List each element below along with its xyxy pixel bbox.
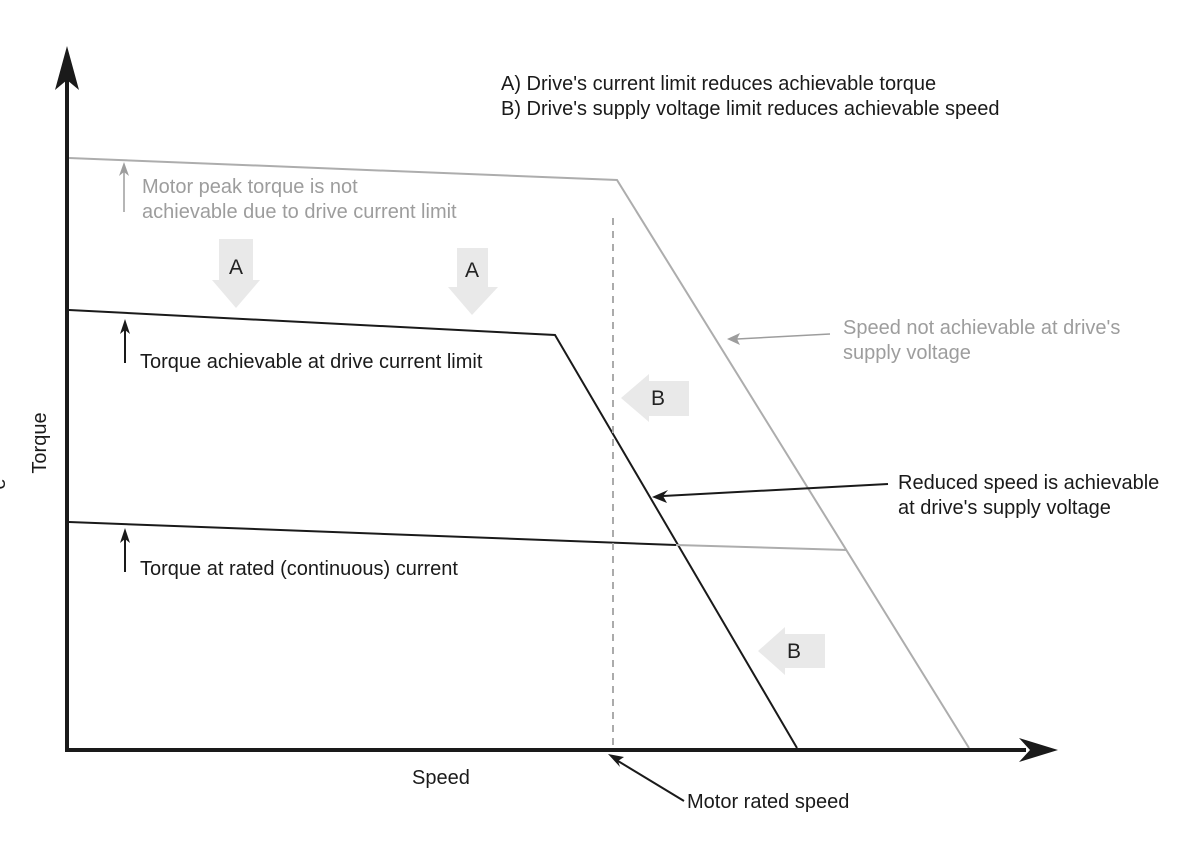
block-arrow-b-1: [621, 374, 689, 422]
motor-rated-speed-pointer-arrow: [608, 754, 685, 802]
block-arrow-a-1-label: A: [228, 256, 243, 279]
left-arrowhead-icon: [727, 333, 740, 345]
block-arrow-a-2-label: A: [464, 259, 479, 282]
x-axis-right-arrowhead-icon: [1019, 738, 1058, 762]
clipped-edge-text-fragment: e: [0, 472, 10, 496]
reduced-speed-pointer-arrow: [652, 483, 889, 503]
legend-line-b: B) Drive's supply voltage limit reduces …: [501, 98, 1000, 120]
curve-rated-current-torque: [68, 521, 677, 546]
curve-motor-peak-torque: [68, 157, 970, 749]
left-arrowhead-icon: [652, 490, 668, 503]
block-arrow-b-1-label: B: [650, 387, 665, 410]
up-left-arrowhead-icon: [608, 754, 624, 767]
curve-drive-current-limit-torque: [68, 309, 798, 749]
reduced-speed-label: Reduced speed is achievable at drive's s…: [898, 472, 1160, 519]
y-axis-up-arrowhead-icon: [55, 46, 79, 90]
rated-current-label: Torque at rated (continuous) current: [140, 558, 458, 580]
curve-rated-current-torque-unachievable: [675, 544, 848, 551]
motor-rated-speed-label: Motor rated speed: [687, 791, 850, 813]
speed-not-achievable-label: Speed not achievable at drive's supply v…: [843, 317, 1121, 364]
speed-not-achievable-pointer-arrow: [727, 333, 831, 345]
up-arrowhead-icon: [119, 162, 129, 176]
legend-line-a: A) Drive's current limit reduces achieva…: [501, 73, 937, 95]
rated-current-pointer-arrow: [120, 528, 130, 572]
block-arrow-a-2: [448, 248, 498, 315]
legend: A) Drive's current limit reduces achieva…: [501, 72, 1000, 122]
pointer-arrows: [119, 162, 889, 802]
torque-curves: [68, 157, 970, 752]
current-limit-label: Torque achievable at drive current limit: [140, 351, 483, 373]
peak-torque-label: Motor peak torque is not achievable due …: [142, 176, 457, 223]
y-axis-label: Torque: [28, 412, 51, 474]
up-arrowhead-icon: [120, 528, 130, 543]
current-limit-pointer-arrow: [120, 319, 130, 363]
axes: [55, 46, 1058, 762]
x-axis-label: Speed: [412, 767, 470, 789]
block-arrows: [212, 239, 825, 675]
block-arrow-a-1: [212, 239, 260, 308]
block-arrow-b-2-label: B: [786, 640, 801, 663]
up-arrowhead-icon: [120, 319, 130, 334]
block-arrow-b-2: [758, 627, 825, 675]
peak-torque-pointer-arrow: [119, 162, 129, 212]
